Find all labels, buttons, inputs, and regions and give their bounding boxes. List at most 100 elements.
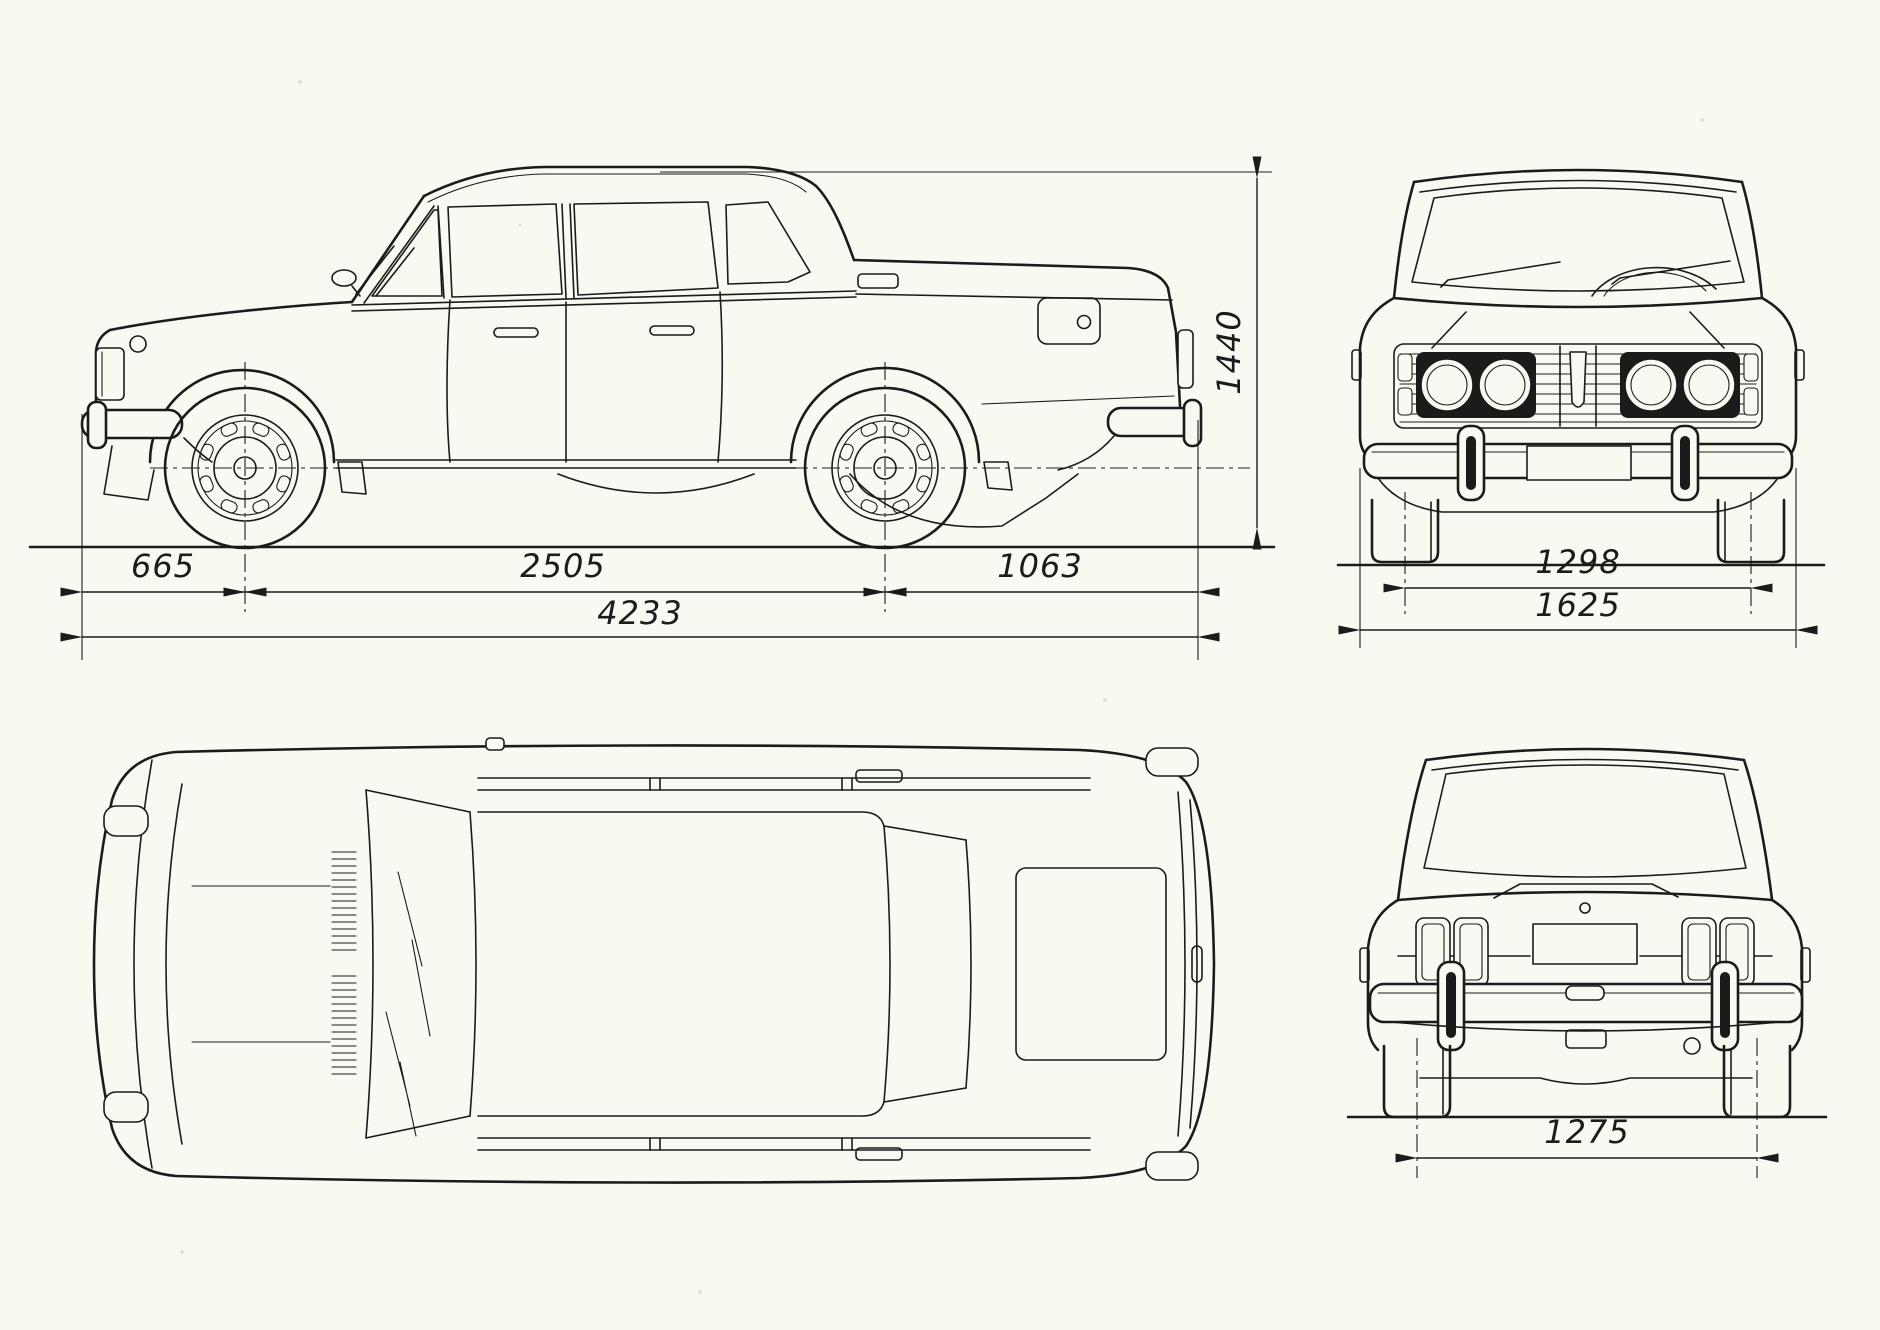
side-wheels xyxy=(150,362,1250,612)
right-wiper xyxy=(1611,260,1731,285)
roof-panel-bottom xyxy=(477,1101,885,1117)
right-side-marker xyxy=(1794,349,1805,381)
front-bumper-group xyxy=(1362,424,1794,513)
steering-wheel xyxy=(1591,266,1717,297)
trunk-rear-edge xyxy=(1177,791,1186,1137)
dim-front-overhang: 665 xyxy=(131,547,195,585)
left-wiper xyxy=(1440,261,1561,288)
rear-wheels xyxy=(1382,1038,1792,1178)
front-view-drawing: 1298 1625 xyxy=(1336,168,1826,648)
parking-lamp-right-a xyxy=(1743,353,1759,382)
side-wipers xyxy=(355,245,415,297)
hood-leading-edge xyxy=(165,783,183,1145)
front-door-handle xyxy=(493,327,539,338)
top-side-mirror xyxy=(485,737,505,751)
quarter-window xyxy=(725,201,811,285)
windshield xyxy=(1411,187,1745,292)
drip-rail-top xyxy=(477,777,1091,791)
front-license-plate xyxy=(1526,445,1632,481)
rear-underbody xyxy=(1419,1077,1753,1085)
rear-lights xyxy=(1415,917,1755,987)
side-turn-signal xyxy=(129,335,147,353)
top-rear-overrider-a xyxy=(1145,747,1199,777)
side-tail-lamp xyxy=(1177,329,1194,389)
parking-lamp-left-b xyxy=(1397,387,1413,416)
rail-ornament-top xyxy=(855,769,903,783)
license-lamp xyxy=(1565,1029,1607,1049)
rear-dimensions: 1275 xyxy=(1395,1113,1779,1163)
rear-view-drawing: 1275 xyxy=(1346,747,1828,1178)
rear-door-window xyxy=(573,201,719,296)
top-front-overrider-b xyxy=(103,1091,149,1123)
hood-vent-hatch xyxy=(331,851,357,1075)
side-rear-fascia xyxy=(1106,329,1203,448)
dim-rear-track: 1275 xyxy=(1544,1113,1629,1151)
dim-wheelbase: 2505 xyxy=(520,547,605,585)
rear-valance xyxy=(1391,1021,1781,1032)
roof-front-edge xyxy=(469,811,477,1117)
parking-lamp-left-a xyxy=(1397,353,1413,382)
rear-window-trunk-edge xyxy=(965,839,972,1089)
c-pillar-vent xyxy=(857,273,899,289)
top-rear-bumper xyxy=(1189,799,1198,1129)
dim-front-track: 1298 xyxy=(1535,543,1620,581)
rear-side-marker-right xyxy=(1800,947,1811,983)
side-front-bumper-overrider xyxy=(86,400,108,450)
paper-speckles xyxy=(180,80,1704,1294)
parking-lamp-right-b xyxy=(1743,387,1759,416)
drip-rail-bottom xyxy=(477,1137,1091,1151)
b-pillar xyxy=(561,203,575,299)
trunk-keyhole xyxy=(1191,945,1203,983)
rear-bumper-group xyxy=(1368,960,1804,1085)
dim-rear-overhang: 1063 xyxy=(997,547,1082,585)
top-view-drawing xyxy=(92,737,1216,1184)
front-wheels xyxy=(1370,492,1786,614)
rear-side-marker-left xyxy=(1359,947,1370,983)
left-side-marker xyxy=(1351,349,1362,381)
grille-trim xyxy=(1393,343,1763,429)
cowl-line xyxy=(365,789,374,1139)
top-front-overrider-a xyxy=(103,805,149,837)
side-dimensions: 665 2505 1063 4233 1440 xyxy=(60,156,1272,660)
front-door-cut xyxy=(446,299,451,463)
vent-window xyxy=(371,209,443,297)
side-doors xyxy=(331,245,1101,463)
front-grille xyxy=(1393,343,1763,429)
top-wipers xyxy=(385,871,431,1137)
front-body xyxy=(1351,168,1805,462)
top-rear-overrider-b xyxy=(1145,1151,1199,1181)
rail-ornament-bottom xyxy=(855,1147,903,1161)
top-windshield-band xyxy=(365,737,505,1139)
rear-door-handle xyxy=(649,325,695,336)
front-door-window xyxy=(447,203,563,298)
front-apron xyxy=(1377,477,1779,513)
side-body xyxy=(28,165,1276,549)
bumper-center-slot xyxy=(1565,985,1605,1001)
exhaust-tip xyxy=(1683,1037,1701,1055)
rear-license-plate xyxy=(1532,923,1638,965)
rear-door-cut xyxy=(717,291,723,463)
rear-body xyxy=(1359,747,1811,1052)
front-dimensions: 1298 1625 xyxy=(1338,468,1818,648)
pillar-ticks xyxy=(649,777,853,1151)
rear-window xyxy=(1423,764,1747,878)
fuel-filler-cap xyxy=(1037,297,1101,345)
roof-panel-top xyxy=(477,811,885,827)
side-rear-bumper-overrider xyxy=(1182,398,1203,448)
top-front-end xyxy=(103,759,357,1169)
side-glasshouse xyxy=(371,201,811,299)
top-roof xyxy=(477,769,1091,1161)
hood-seams xyxy=(191,885,331,1043)
rear-window-roof-edge xyxy=(883,825,891,1103)
top-rear-end xyxy=(883,747,1203,1181)
fuel-cap-lock xyxy=(1076,314,1092,330)
dim-overall-width: 1625 xyxy=(1535,586,1620,624)
trunk-crease xyxy=(1493,883,1679,899)
trunk-lock xyxy=(1579,902,1591,914)
side-headlamp xyxy=(95,347,125,401)
dim-overall-height: 1440 xyxy=(1210,309,1248,394)
top-body-outline xyxy=(92,744,1216,1184)
side-front-fascia xyxy=(80,335,184,501)
